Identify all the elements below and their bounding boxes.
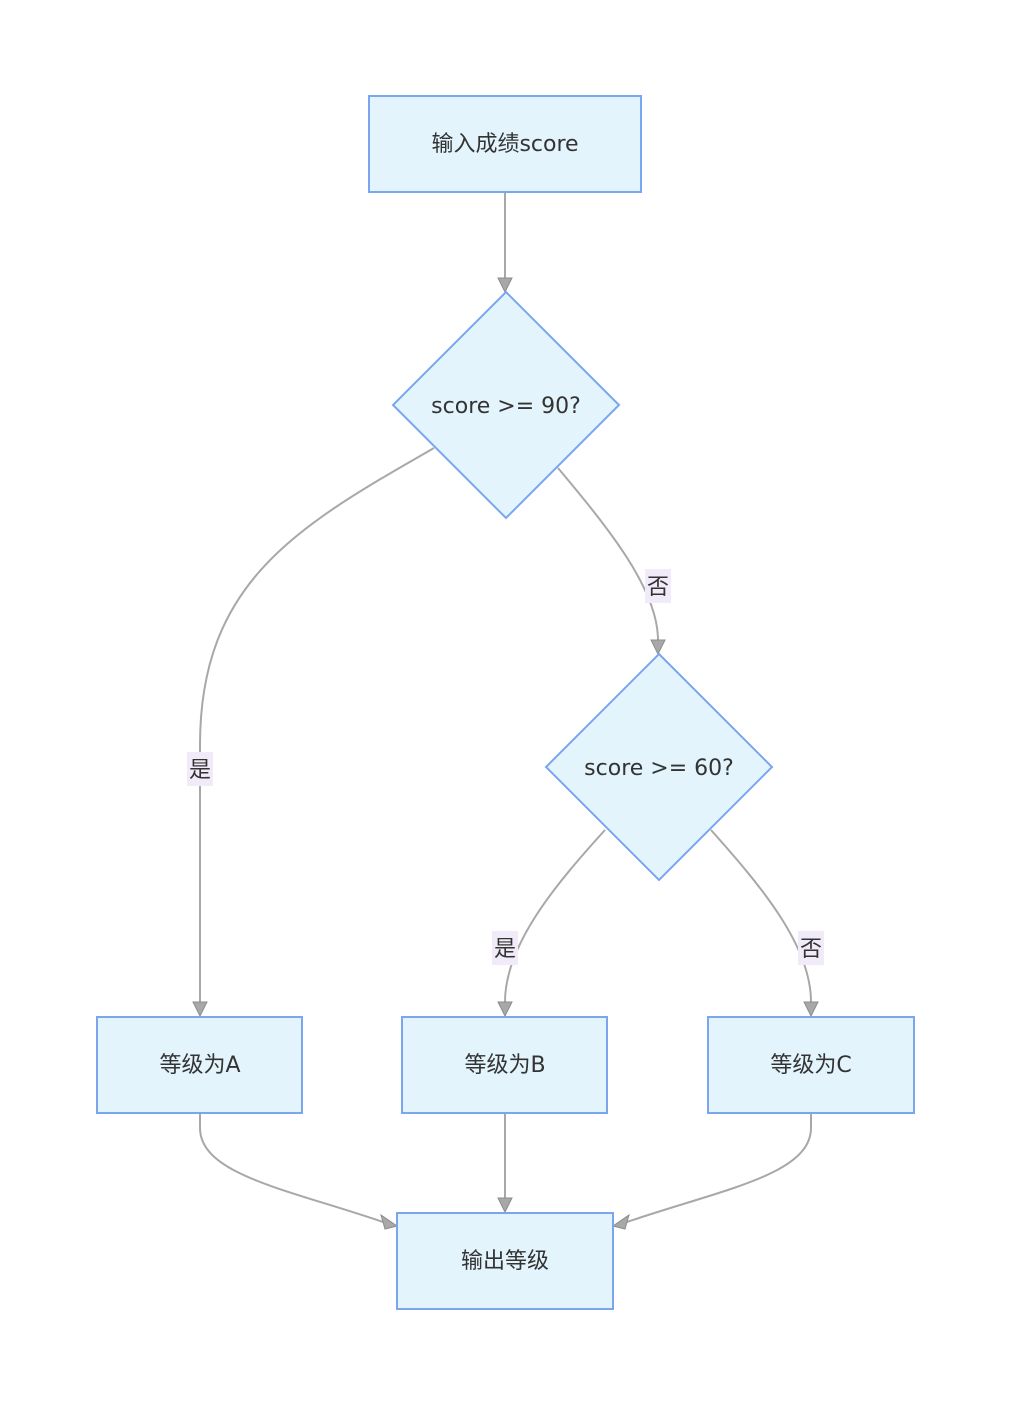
edge-decision-90-to-grade-a — [199, 447, 435, 1002]
node-label: score >= 90? — [431, 394, 581, 419]
arrowhead-decision-90 — [497, 277, 513, 294]
node-label: 输出等级 — [461, 1249, 549, 1274]
node-grade-c[interactable]: 等级为C — [707, 1016, 915, 1114]
arrowhead-output-right — [611, 1213, 630, 1230]
edge-labels: 是 否 是 否 — [187, 569, 824, 965]
edge-label-decision-90-yes: 是 — [187, 752, 213, 786]
edge-label-text: 否 — [647, 575, 669, 600]
node-label: score >= 60? — [584, 756, 734, 781]
node-grade-b[interactable]: 等级为B — [401, 1016, 608, 1114]
arrowhead-grade-c — [803, 1001, 819, 1018]
edge-label-text: 是 — [494, 937, 516, 962]
node-decision-score-60[interactable]: score >= 60? — [544, 652, 774, 882]
node-label: 等级为B — [464, 1053, 545, 1078]
edges — [192, 192, 819, 1230]
edge-decision-90-to-decision-60 — [557, 467, 659, 641]
arrowhead-output-left — [380, 1213, 399, 1230]
edge-label-decision-60-no: 否 — [798, 931, 824, 965]
node-decision-score-90[interactable]: score >= 90? — [391, 290, 621, 520]
node-input-score[interactable]: 输入成绩score — [368, 95, 642, 193]
edge-label-decision-90-no: 否 — [645, 569, 671, 603]
node-output-grade[interactable]: 输出等级 — [396, 1212, 614, 1310]
node-label: 输入成绩score — [431, 132, 578, 157]
arrowhead-output-center — [497, 1197, 513, 1214]
node-label: 等级为C — [770, 1053, 851, 1078]
node-label: 等级为A — [159, 1053, 240, 1078]
edge-decision-60-to-grade-c — [710, 829, 812, 1003]
edge-label-text: 否 — [800, 937, 822, 962]
edge-decision-60-to-grade-b — [504, 829, 606, 1003]
edge-label-text: 是 — [189, 758, 211, 783]
arrowhead-grade-a — [192, 1001, 208, 1018]
node-grade-a[interactable]: 等级为A — [96, 1016, 303, 1114]
nodes: 输入成绩score score >= 90? score >= 60? 等级为A… — [96, 95, 915, 1310]
edge-label-decision-60-yes: 是 — [492, 931, 518, 965]
arrowhead-grade-b — [497, 1001, 513, 1018]
arrowhead-decision-60 — [650, 639, 666, 656]
edge-grade-c-to-output — [626, 1114, 812, 1223]
edge-grade-a-to-output — [199, 1114, 384, 1223]
